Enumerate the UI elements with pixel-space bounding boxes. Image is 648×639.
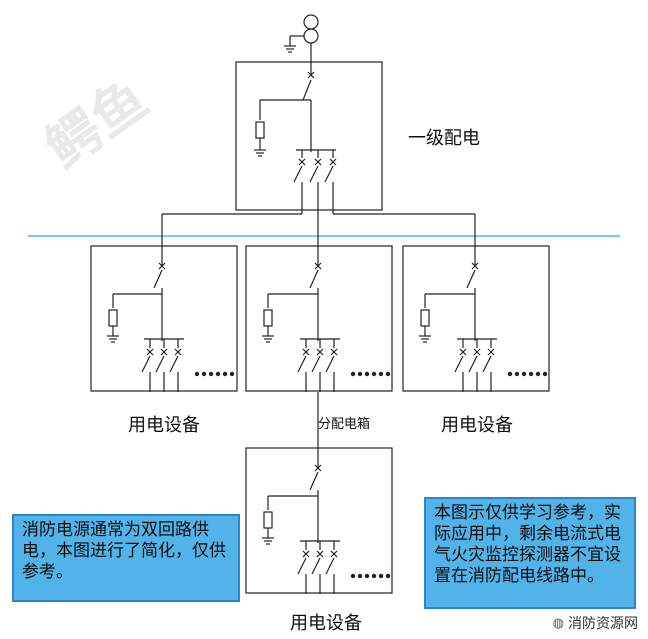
left-sub-breaker-mark xyxy=(146,348,154,356)
brand-text: 消防资源网 xyxy=(568,616,638,632)
brand-badge: ◍ 消防资源网 xyxy=(553,613,638,633)
primary-breaker-mark xyxy=(314,158,322,166)
center-sub-dots xyxy=(378,371,384,377)
bottom-sub-dots xyxy=(378,573,384,579)
center-sub-breaker-mark xyxy=(302,348,310,356)
left-sub-dots xyxy=(208,371,214,377)
center-sub-dots xyxy=(385,371,391,377)
bottom-sub-rcd-sensor xyxy=(263,511,273,529)
note-left: 消防电源通常为双回路供电，本图进行了简化，仅供参考。 xyxy=(12,514,240,602)
main-breaker-blade xyxy=(302,79,312,101)
bottom-sub-dots xyxy=(357,573,363,579)
right-sub-dots xyxy=(535,371,541,377)
right-sub-dots xyxy=(521,371,527,377)
center-sub-breaker-blade xyxy=(311,355,321,373)
main-breaker-mark xyxy=(307,71,315,79)
right-sub-rcd-sensor xyxy=(420,309,430,327)
right-sub-breaker-mark xyxy=(471,262,479,270)
primary-breaker-blade xyxy=(293,165,303,183)
primary-breaker-mark xyxy=(329,158,337,166)
label-primary-distribution: 一级配电 xyxy=(408,128,480,149)
left-sub-breaker-blade xyxy=(155,355,165,373)
left-sub-breaker-mark xyxy=(174,348,182,356)
bottom-sub-dots xyxy=(364,573,370,579)
bottom-sub-dots xyxy=(350,573,356,579)
bottom-sub-breaker-blade xyxy=(297,557,307,575)
bottom-sub-breaker-mark xyxy=(330,550,338,558)
center-sub-breaker-blade xyxy=(297,355,307,373)
center-sub-dots xyxy=(364,371,370,377)
primary-breaker-blade xyxy=(309,165,319,183)
transformer-coil-top xyxy=(303,14,319,30)
center-sub-breaker-blade xyxy=(325,355,335,373)
bottom-sub-breaker-blade xyxy=(311,557,321,575)
left-sub-breaker-blade xyxy=(169,355,179,373)
right-sub-dots xyxy=(514,371,520,377)
bottom-sub-breaker-blade xyxy=(309,471,319,491)
bottom-sub-breaker-mark xyxy=(316,550,324,558)
left-sub-dots xyxy=(201,371,207,377)
center-sub-breaker-mark xyxy=(330,348,338,356)
right-sub-breaker-mark xyxy=(459,348,467,356)
left-sub-dots xyxy=(222,371,228,377)
left-sub-dots xyxy=(194,371,200,377)
label-right-load: 用电设备 xyxy=(441,415,513,436)
bottom-sub-breaker-mark xyxy=(302,550,310,558)
label-sub-distribution-box: 分配电箱 xyxy=(318,417,371,432)
center-sub-dots xyxy=(357,371,363,377)
left-sub-dots xyxy=(229,371,235,377)
center-sub-rcd-sensor xyxy=(263,309,273,327)
left-sub-dots xyxy=(215,371,221,377)
center-sub-dots xyxy=(350,371,356,377)
center-sub-breaker-mark xyxy=(316,348,324,356)
label-bottom-load: 用电设备 xyxy=(290,613,362,634)
right-sub-dots xyxy=(507,371,513,377)
bottom-sub-dots xyxy=(371,573,377,579)
label-left-load: 用电设备 xyxy=(128,415,200,436)
left-sub-breaker-blade xyxy=(141,355,151,373)
primary-breaker-blade xyxy=(324,165,334,183)
note-right: 本图示仅供学习参考，实际应用中，剩余电流式电气火灾监控探测器不宜设置在消防配电线… xyxy=(424,497,636,609)
right-sub-breaker-blade xyxy=(482,355,492,373)
bottom-sub-breaker-blade xyxy=(325,557,335,575)
bottom-sub-breaker-mark xyxy=(314,464,322,472)
primary-distribution-box xyxy=(235,61,383,211)
wechat-icon: ◍ xyxy=(552,615,564,631)
right-sub-breaker-blade xyxy=(454,355,464,373)
bottom-sub-dots xyxy=(385,573,391,579)
right-sub-breaker-mark xyxy=(473,348,481,356)
left-sub-breaker-mark xyxy=(160,348,168,356)
right-sub-box xyxy=(402,245,550,392)
right-sub-dots xyxy=(528,371,534,377)
center-sub-breaker-blade xyxy=(309,269,319,289)
right-sub-dots xyxy=(542,371,548,377)
primary-breaker-mark xyxy=(298,158,306,166)
wiring-group xyxy=(90,14,550,594)
center-sub-box xyxy=(245,245,393,392)
rcd-sensor xyxy=(255,121,265,139)
right-sub-breaker-blade xyxy=(466,269,476,289)
center-sub-dots xyxy=(371,371,377,377)
center-sub-breaker-mark xyxy=(314,262,322,270)
right-sub-breaker-blade xyxy=(468,355,478,373)
left-sub-breaker-blade xyxy=(153,269,163,289)
bottom-sub-box xyxy=(245,447,393,594)
transformer-coil-bottom xyxy=(303,28,319,44)
right-sub-breaker-mark xyxy=(487,348,495,356)
left-sub-breaker-mark xyxy=(158,262,166,270)
left-sub-rcd-sensor xyxy=(108,309,118,327)
